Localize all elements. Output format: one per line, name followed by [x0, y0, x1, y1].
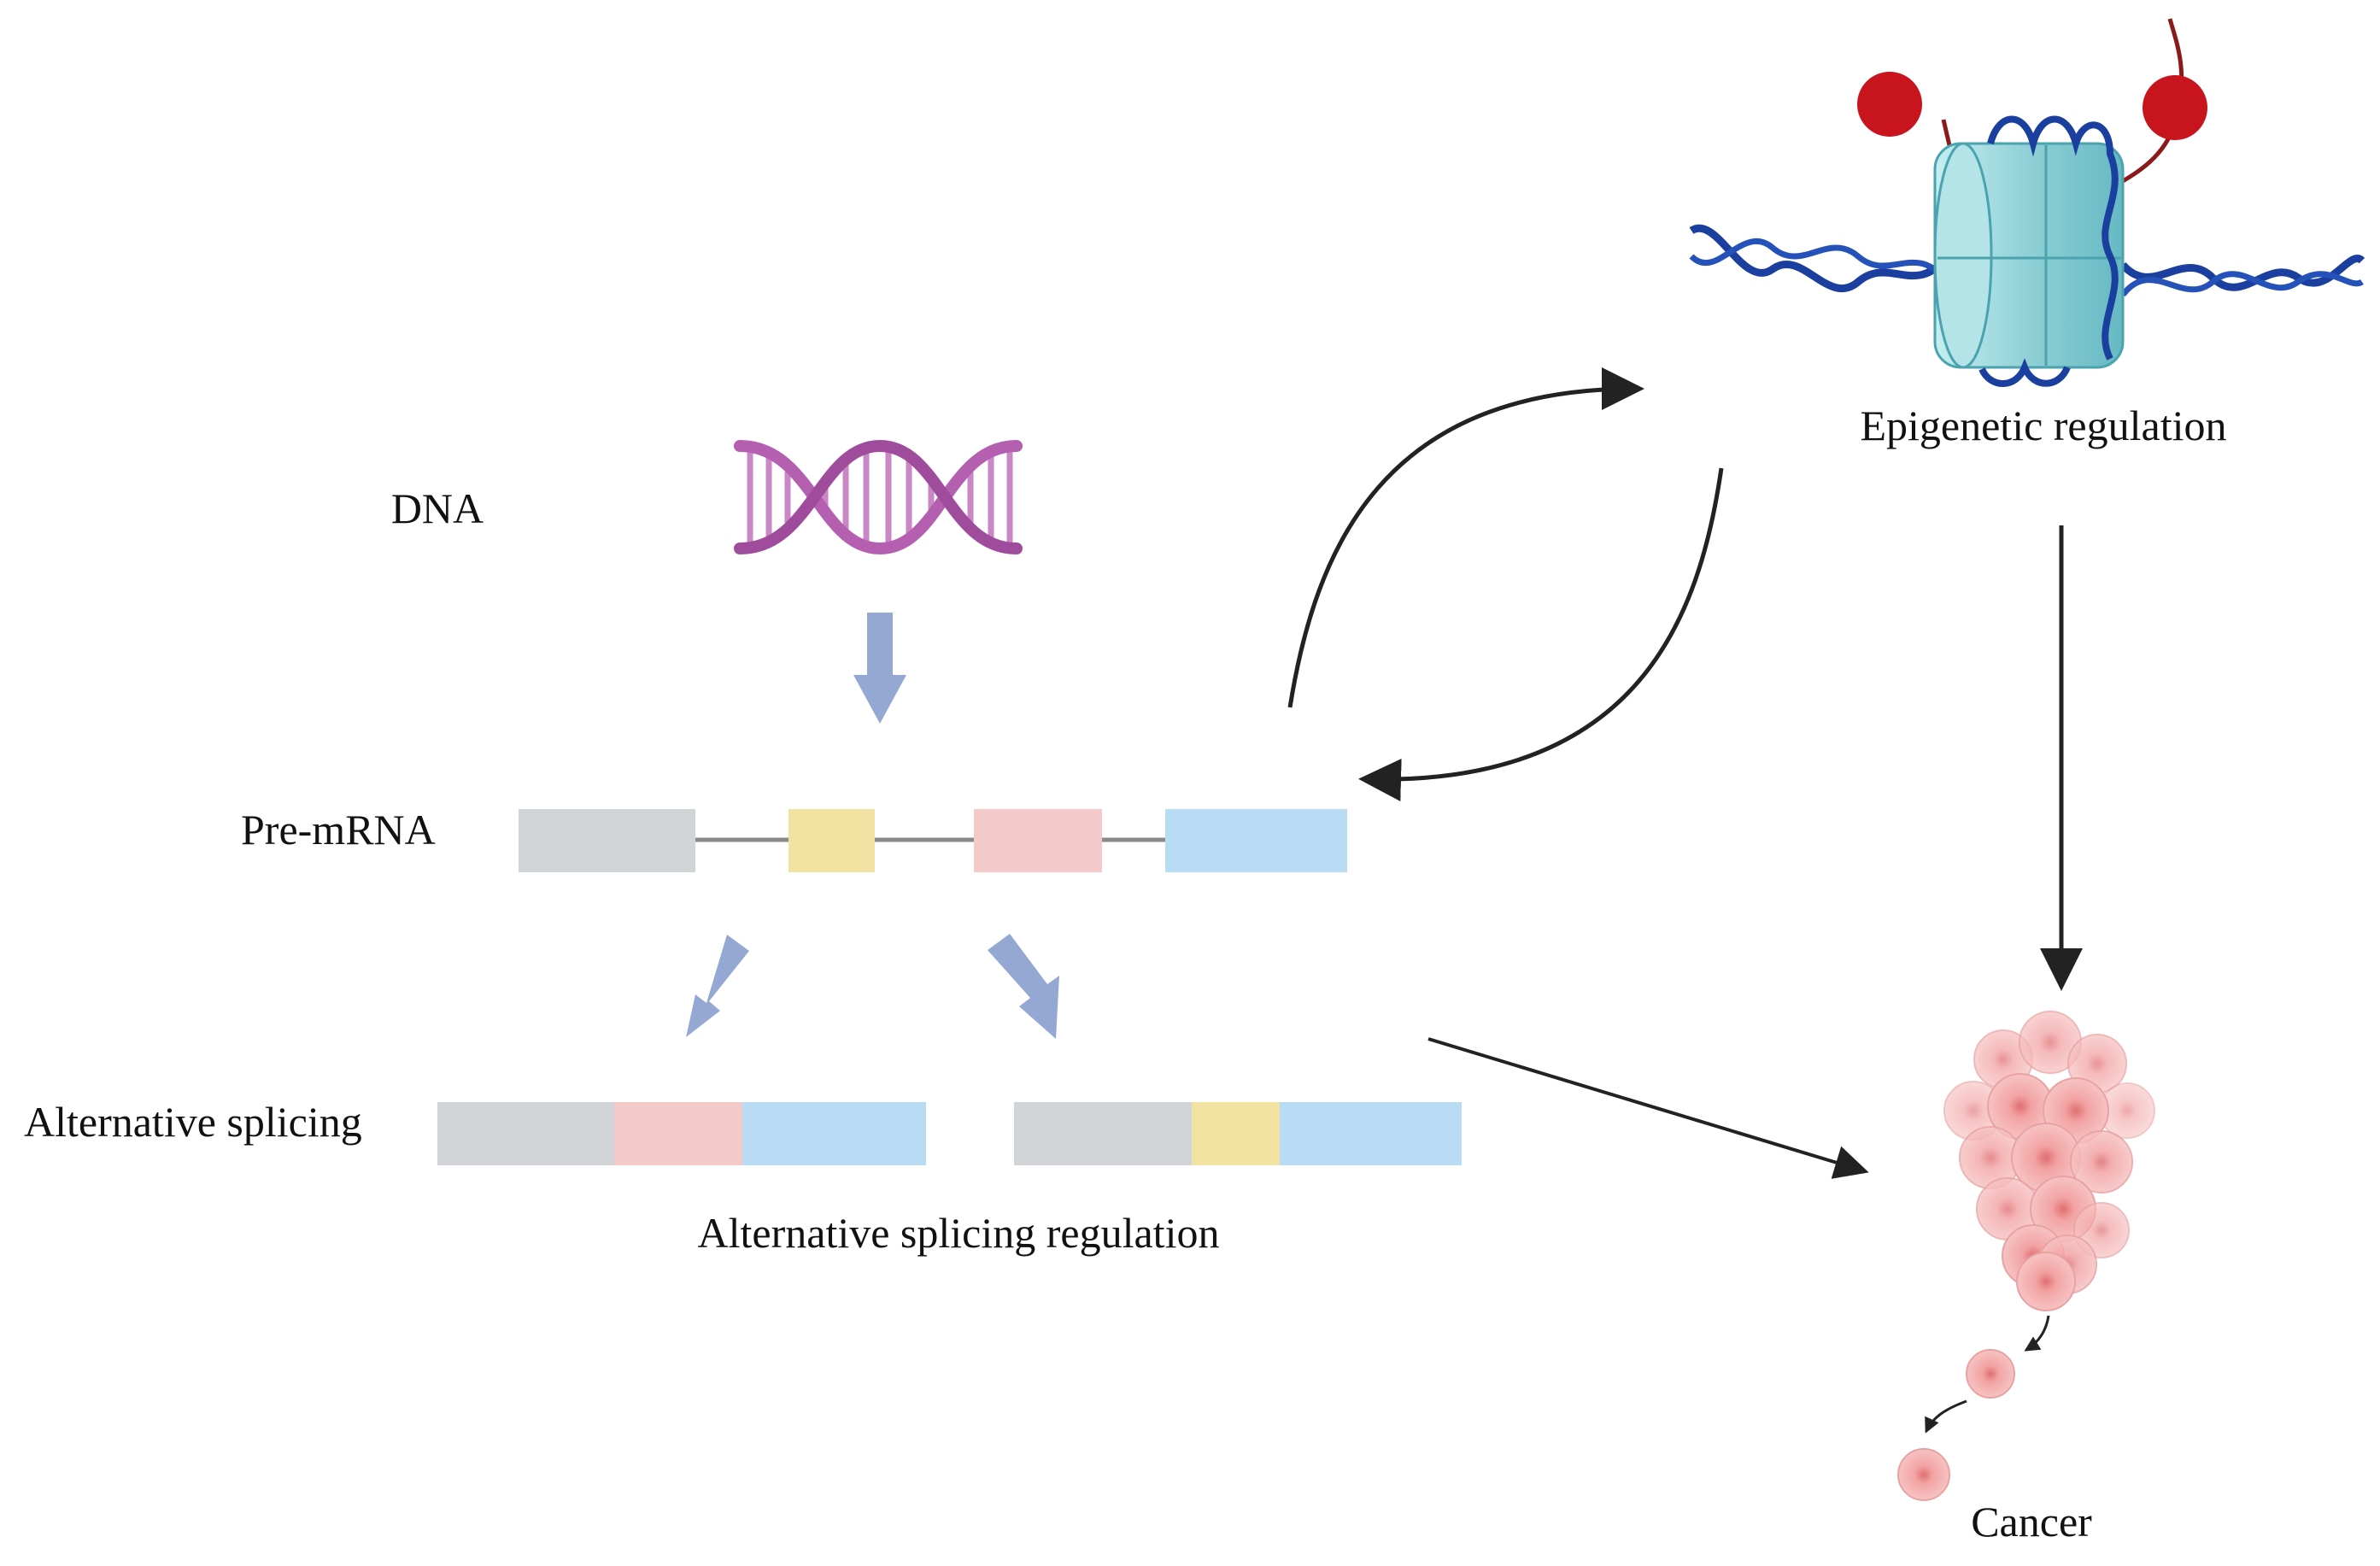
dna-label: DNA [391, 484, 484, 532]
exon-pink [974, 809, 1102, 872]
arrow-premrna-to-epigenetic [1287, 367, 1644, 708]
cancer-label: Cancer [1971, 1498, 2092, 1545]
linker-dna [1689, 238, 1946, 280]
histone-face [1933, 142, 1993, 369]
metastasis-arrow [1925, 1399, 1967, 1434]
isoform-left [437, 1102, 926, 1165]
histone-mark-icon [1857, 72, 1922, 137]
arrow-epigenetic-to-premrna [1358, 467, 1724, 801]
exon-blue [1165, 809, 1347, 872]
metastasis-arrow [2024, 1315, 2050, 1352]
dna-helix-icon [734, 439, 1023, 555]
exon-gray [1014, 1102, 1192, 1165]
cancer-cells-icon [1897, 1011, 2155, 1501]
down-arrow-dna-to-premrna [853, 613, 906, 724]
migrating-cell [1897, 1448, 1950, 1501]
exon-pink [614, 1102, 742, 1165]
exon-blue [742, 1102, 926, 1165]
nucleosome-icon [1689, 18, 2365, 387]
epigenetic-regulation-label: Epigenetic regulation [1860, 402, 2226, 449]
flow-arrows [686, 613, 1059, 1039]
exon-gray [437, 1102, 614, 1165]
pre-mrna-label: Pre-mRNA [241, 806, 436, 853]
arrow-splicing-to-cancer [1427, 1037, 1869, 1179]
pre-mrna-transcript [519, 809, 1347, 872]
wrapped-dna [1978, 358, 2071, 387]
alternative-splicing-label: Alternative splicing [24, 1098, 362, 1146]
histone-mark-icon [2143, 75, 2207, 140]
arrow-premrna-to-isoform-right [988, 934, 1059, 1039]
linker-dna [1689, 224, 1947, 292]
wrapped-dna [1987, 115, 2119, 361]
exon-gray [519, 809, 695, 872]
tumor-cluster [1943, 1011, 2155, 1311]
exon-yellow [788, 809, 875, 872]
isoform-right [1014, 1102, 1462, 1165]
migrating-cell [1966, 1349, 2015, 1399]
arrow-premrna-to-isoform-left [686, 935, 749, 1037]
linker-dna [2120, 271, 2364, 297]
alternative-splicing-regulation-label: Alternative splicing regulation [698, 1209, 1220, 1257]
exon-blue [1280, 1102, 1462, 1165]
connector-arrows [1287, 367, 2083, 1179]
exon-yellow [1192, 1102, 1280, 1165]
